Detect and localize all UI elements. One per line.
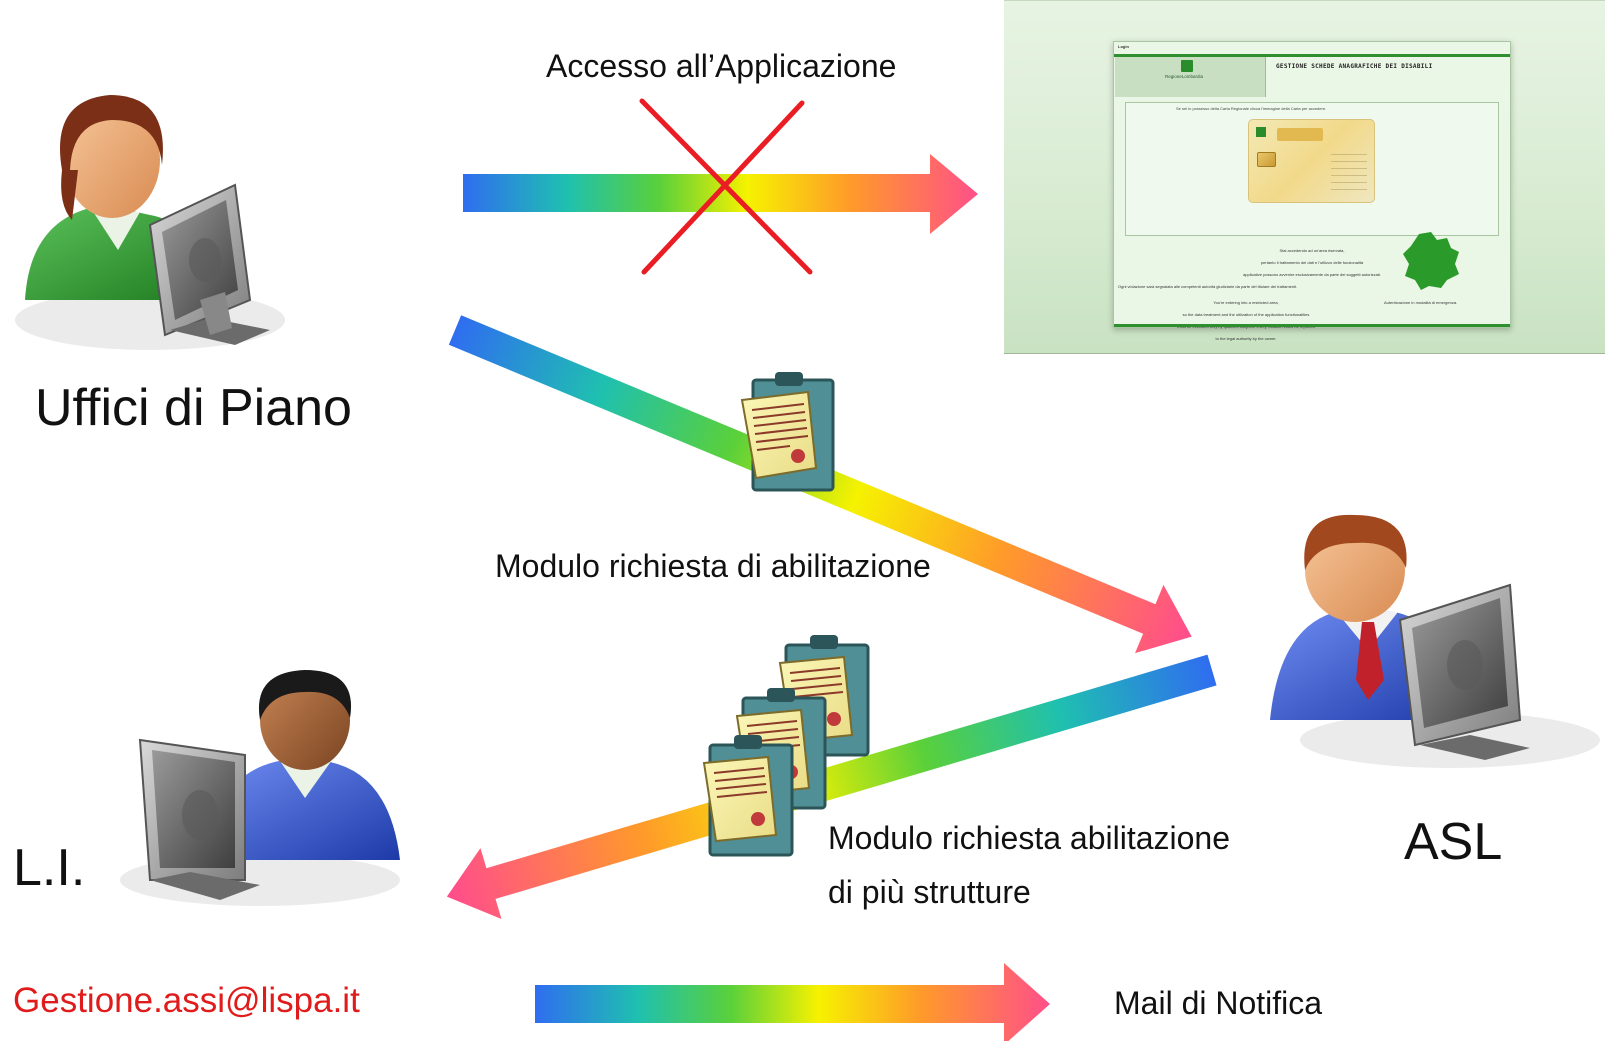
arrow-mail	[535, 963, 1050, 1041]
documents-stack-icon	[702, 635, 870, 857]
card-logo-icon	[1256, 127, 1266, 137]
notice-en-4: to the legal authority by the owner.	[1215, 336, 1277, 341]
card-chip-icon	[1257, 152, 1276, 167]
document-icon	[740, 372, 835, 492]
notice-it-3: applicative possono avvenire esclusivame…	[1243, 272, 1381, 277]
notice-it-1: Stai accedendo ad un'area riservata,	[1279, 248, 1345, 253]
regional-card-button[interactable]	[1248, 119, 1375, 203]
emergency-auth-link[interactable]: Autenticazione in modalità di emergenza.	[1384, 300, 1458, 305]
app-header: GESTIONE SCHEDE ANAGRAFICHE DEI DISABILI	[1276, 63, 1433, 70]
mail-notifica-label: Mail di Notifica	[1114, 985, 1323, 1021]
modulo-multi-line2: di più strutture	[828, 874, 1031, 910]
card-title-band	[1277, 128, 1323, 141]
panel-top-bar	[1114, 54, 1510, 57]
user-icon-asl	[1270, 514, 1600, 768]
arrow-access	[463, 154, 978, 234]
notice-it-2: pertanto il trattamento dei dati e l'uti…	[1260, 260, 1364, 265]
modulo-richiesta-label: Modulo richiesta di abilitazione	[495, 548, 931, 584]
panel-bottom-bar	[1114, 324, 1510, 327]
notice-en-1: You're entering into a restricted area,	[1213, 300, 1279, 305]
access-application-label: Accesso all’Applicazione	[546, 48, 897, 84]
login-title: Login	[1118, 44, 1129, 49]
notification-email[interactable]: Gestione.assi@lispa.it	[13, 981, 360, 1020]
region-logo: RegioneLombardia	[1115, 57, 1266, 97]
li-label: L.I.	[13, 839, 86, 897]
arrow-to-li	[446, 654, 1217, 920]
application-screenshot: Login RegioneLombardia GESTIONE SCHEDE A…	[1004, 0, 1605, 354]
asl-label: ASL	[1404, 813, 1503, 871]
notice-it-4: Ogni violazione sarà segnalata alle comp…	[1118, 284, 1298, 289]
cross-mark	[639, 98, 813, 275]
lombardy-map-icon	[1403, 232, 1459, 290]
user-icon-uffici	[15, 95, 285, 350]
login-panel: Login RegioneLombardia GESTIONE SCHEDE A…	[1113, 41, 1511, 341]
region-logo-icon	[1181, 60, 1193, 72]
card-instructions: Se sei in possesso della Carta Regionale…	[1176, 106, 1327, 111]
card-text-lines	[1331, 154, 1367, 190]
region-logo-text: RegioneLombardia	[1165, 74, 1204, 79]
notice-en-2: so the data treatment and the utilizatio…	[1182, 312, 1310, 317]
user-icon-li	[120, 670, 400, 906]
card-login-area: Se sei in possesso della Carta Regionale…	[1125, 102, 1499, 236]
uffici-di-piano-label: Uffici di Piano	[35, 379, 352, 437]
modulo-multi-line1: Modulo richiesta abilitazione	[828, 820, 1230, 856]
